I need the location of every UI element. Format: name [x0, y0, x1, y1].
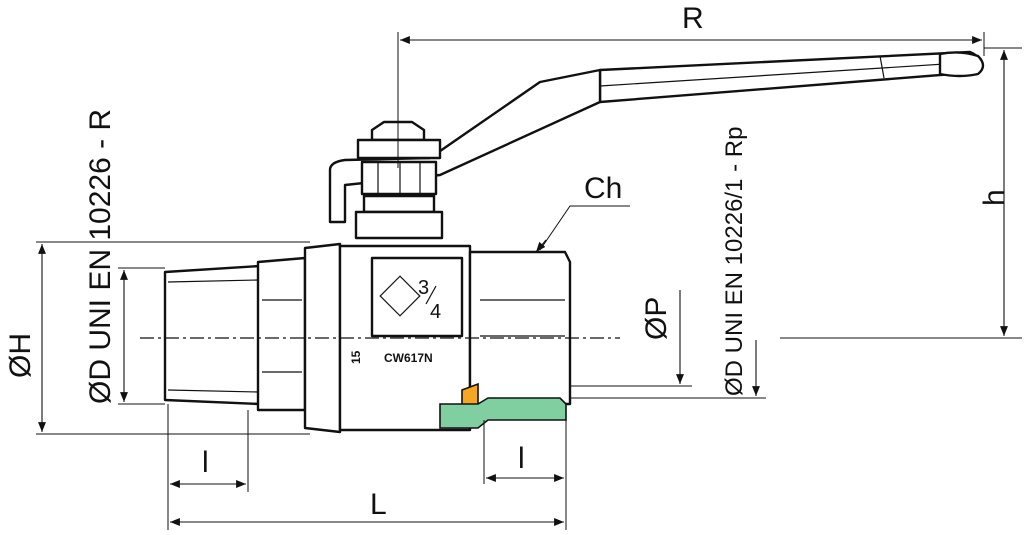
label-OD-male: ØD UNI EN 10226 - R [84, 109, 117, 404]
dimension-h: h [780, 47, 1022, 339]
section-cutaway [439, 382, 567, 429]
dimension-l-right: l [483, 420, 567, 530]
dimension-OH: ØH [4, 241, 310, 435]
size-numerator: 3 [418, 277, 429, 299]
dimension-Ch: Ch [535, 172, 630, 253]
label-l-left: l [202, 446, 209, 479]
label-l-right: l [518, 442, 525, 475]
lever-handle [328, 50, 985, 224]
dimension-L: L [170, 488, 564, 526]
dimension-l-left: l [167, 404, 249, 530]
dimension-OP: ØP [570, 290, 692, 387]
label-R: R [682, 2, 704, 35]
label-h: h [978, 189, 1011, 206]
size-denominator: 4 [430, 301, 441, 323]
valve-body [140, 242, 620, 434]
label-OD-female: ØD UNI EN 10226/1 - Rp [721, 127, 748, 396]
label-OP: ØP [640, 297, 673, 340]
material-mark: CW617N [384, 351, 433, 365]
dimension-R: R [397, 2, 985, 168]
dimension-OD-male: ØD UNI EN 10226 - R [84, 109, 165, 405]
label-Ch: Ch [584, 172, 622, 205]
dimension-OD-female: ØD UNI EN 10226/1 - Rp [570, 127, 766, 399]
pressure-stamp: 15 [349, 350, 363, 364]
body-markings: 3 4 CW617N 15 [349, 275, 441, 365]
stem-nut [354, 120, 444, 240]
label-OH: ØH [4, 333, 37, 378]
label-L: L [370, 488, 387, 521]
